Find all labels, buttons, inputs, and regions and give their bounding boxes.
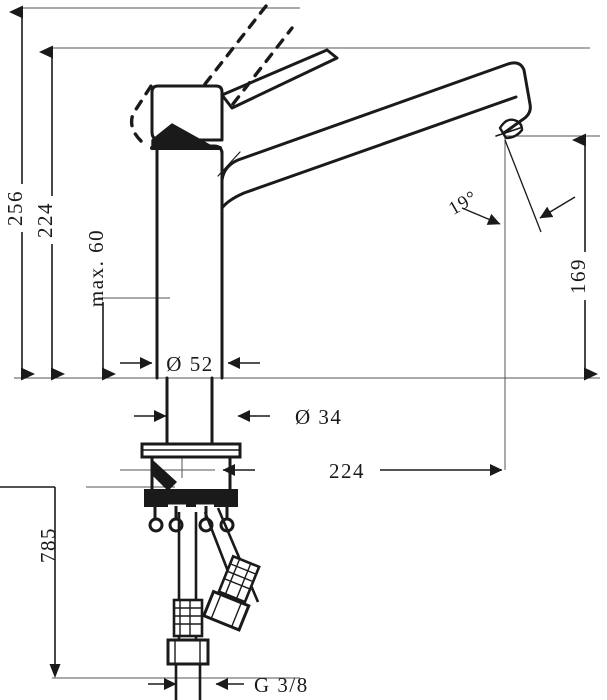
dimension-thread: G 3/8 — [148, 673, 309, 697]
label-spout-reach: 224 — [329, 459, 365, 483]
dimension-angle: 19° — [445, 136, 576, 233]
mount-legs — [153, 506, 229, 525]
handle-raised-dashed — [129, 4, 294, 143]
faucet-outline — [129, 4, 532, 446]
dimension-shank-diameter: Ø 34 — [134, 405, 342, 429]
label-thread: G 3/8 — [254, 673, 309, 697]
dimension-spout-height: 224 — [33, 45, 65, 381]
spout-inner-lower — [220, 95, 518, 210]
aerator-detail — [495, 127, 521, 137]
hose-fittings — [166, 554, 261, 700]
label-total-height: 256 — [3, 190, 27, 226]
wedge-detail — [151, 460, 178, 491]
foot-1 — [148, 517, 164, 533]
dimension-base-diameter: Ø 52 — [120, 352, 260, 376]
label-base-diameter: Ø 52 — [166, 352, 213, 376]
handle-block — [150, 84, 224, 142]
dimension-hose-length: 785 — [0, 486, 61, 678]
handle-lever — [220, 48, 339, 110]
handle-leader — [217, 151, 241, 177]
hex-nut-angled — [201, 589, 251, 632]
label-hose-length: 785 — [36, 527, 60, 563]
label-angle: 19° — [445, 187, 481, 220]
handle-underside — [151, 123, 216, 149]
spout-outer — [220, 61, 532, 182]
aerator — [498, 118, 524, 140]
label-spout-height: 224 — [33, 202, 57, 238]
dimension-outlet-height: 169 — [566, 133, 598, 381]
dimension-total-height: 256 — [3, 5, 35, 381]
lock-nut-bar — [144, 489, 238, 507]
coupling-center — [172, 598, 204, 638]
extension-lines — [14, 7, 600, 679]
hex-nut-center — [166, 638, 210, 666]
label-handle-clearance: max. 60 — [84, 229, 108, 307]
dimension-spout-reach: 224 — [222, 459, 503, 483]
dimension-handle-clearance: max. 60 — [84, 229, 116, 381]
label-outlet-height: 169 — [566, 258, 590, 294]
label-shank-diameter: Ø 34 — [295, 405, 342, 429]
tail-pipe — [174, 664, 202, 700]
